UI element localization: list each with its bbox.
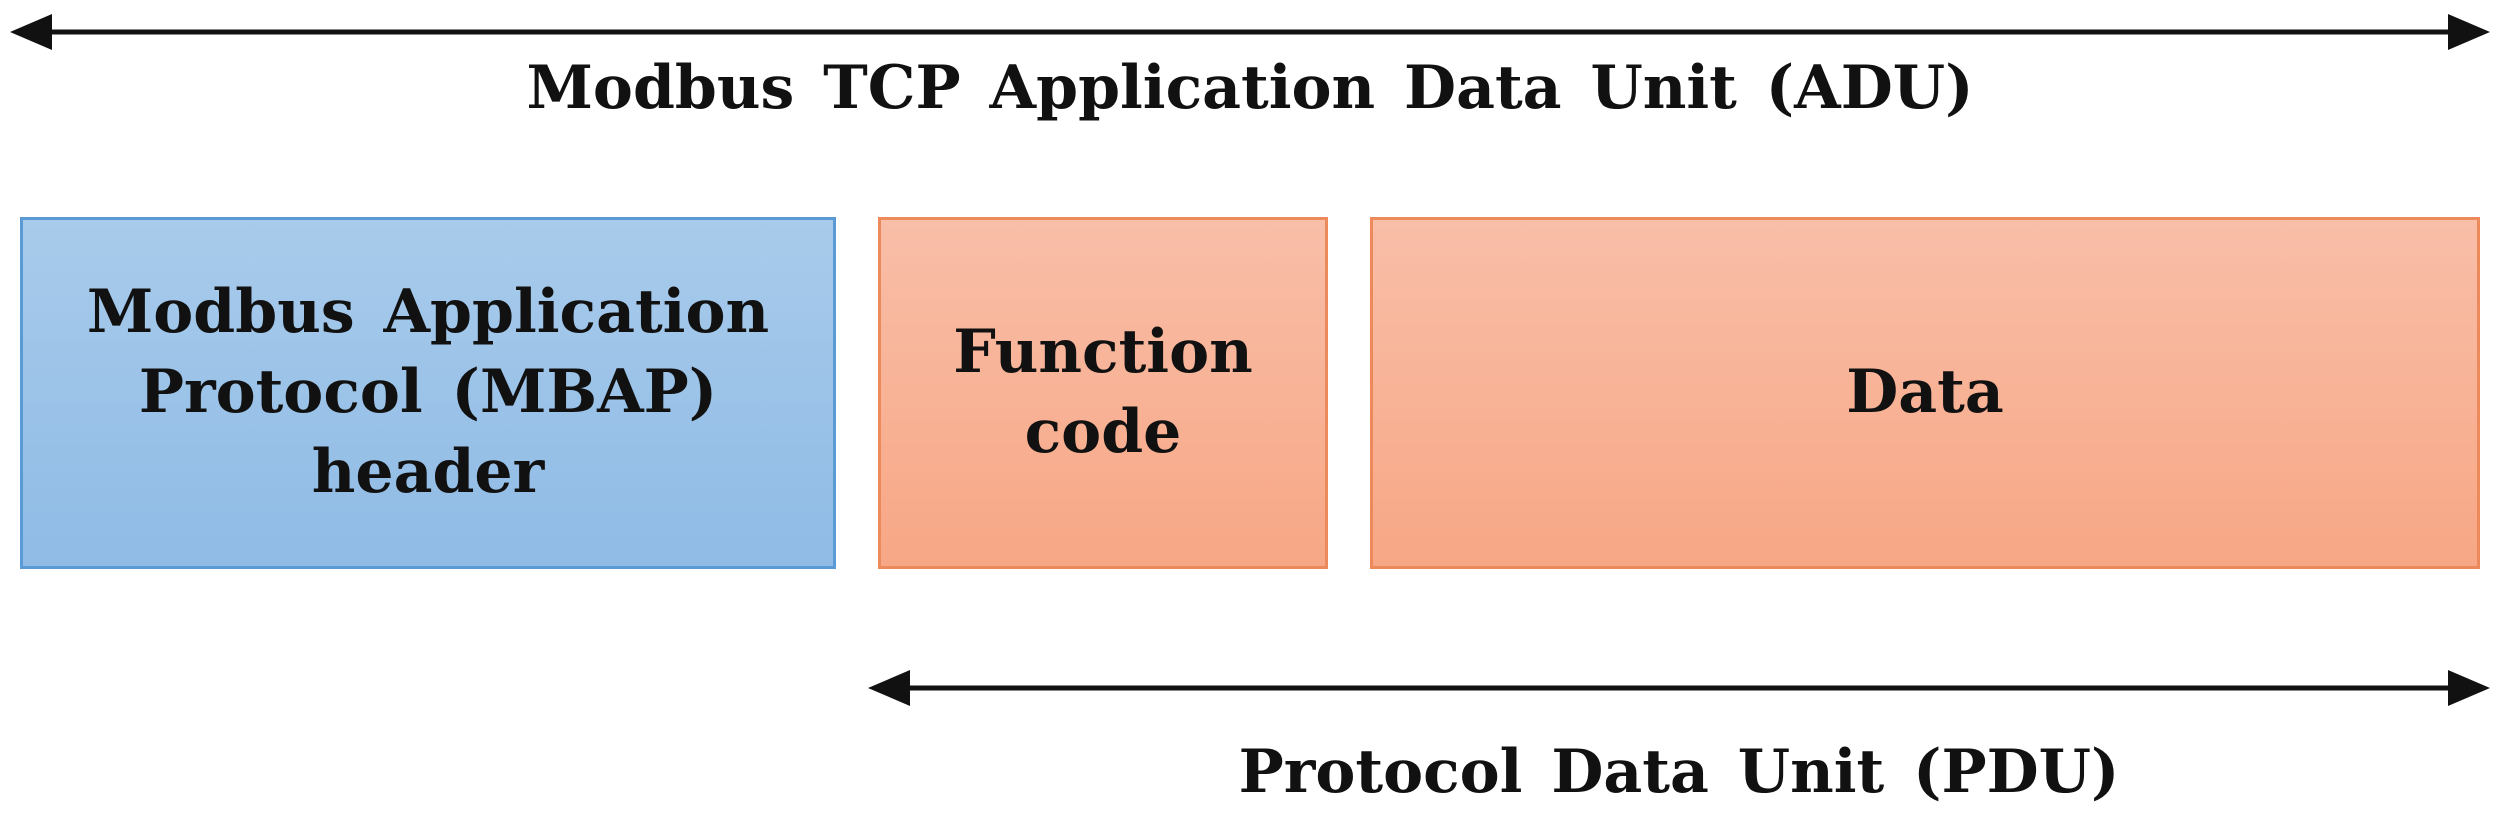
- mbap-header-label: Modbus Application Protocol (MBAP) heade…: [86, 277, 770, 507]
- pdu-caption: Protocol Data Unit (PDU): [1238, 737, 2120, 807]
- function-code-label: Function code: [953, 317, 1253, 467]
- data-box: Data: [1370, 217, 2480, 569]
- adu-caption: Modbus TCP Application Data Unit (ADU): [526, 53, 1974, 123]
- pdu-span-arrow: [868, 666, 2490, 710]
- data-label: Data: [1846, 357, 2004, 428]
- mbap-header-box: Modbus Application Protocol (MBAP) heade…: [20, 217, 836, 569]
- adu-span-arrow: [10, 10, 2490, 54]
- function-code-box: Function code: [878, 217, 1328, 569]
